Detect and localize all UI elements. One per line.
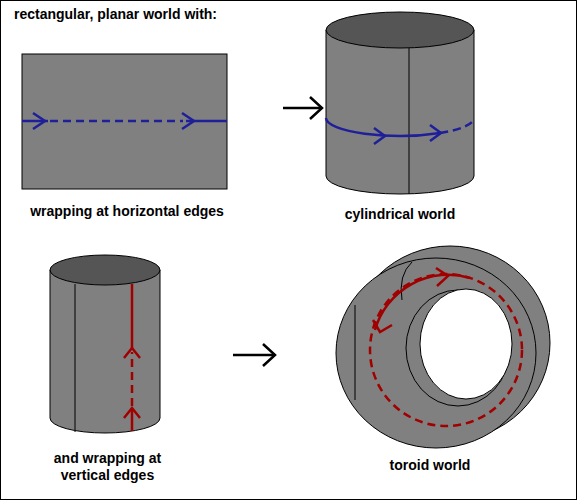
transform-arrow	[283, 97, 322, 119]
cylinder-vertical	[50, 255, 160, 433]
planar-world	[22, 54, 227, 189]
caption: wrapping at horizontal edges	[30, 203, 224, 219]
caption: and wrapping at vertical edges	[54, 450, 161, 483]
cylinder-world	[326, 12, 474, 194]
transform-arrow	[233, 344, 275, 366]
heading: rectangular, planar world with:	[14, 6, 217, 22]
toroid-world	[336, 246, 550, 448]
heading-wrap: rectangular, planar world with:	[14, 6, 217, 23]
caption: cylindrical world	[345, 206, 455, 222]
caption-wrap: and wrapping at vertical edges	[40, 450, 175, 484]
caption-wrap: cylindrical world	[320, 206, 480, 223]
caption: toroid world	[390, 457, 471, 473]
caption-wrap: wrapping at horizontal edges	[12, 203, 242, 220]
caption-wrap: toroid world	[360, 457, 500, 474]
